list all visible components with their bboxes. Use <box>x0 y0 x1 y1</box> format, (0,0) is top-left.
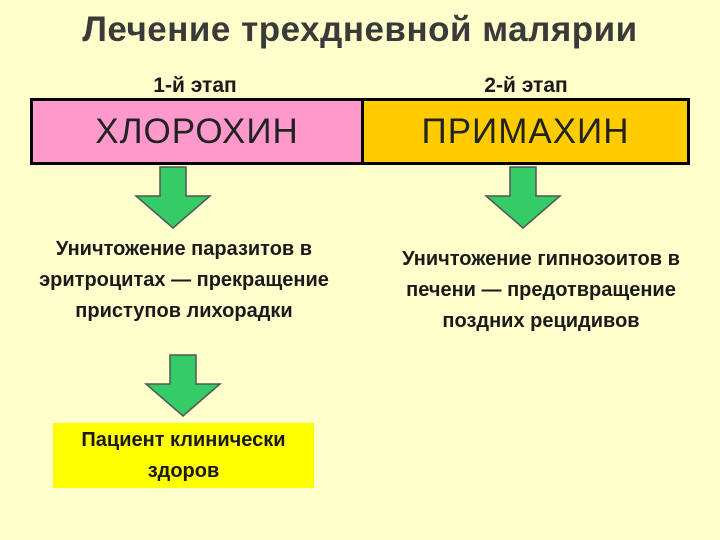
stage-2-effect: Уничтожение гипнозоитов в печени — предо… <box>402 248 680 332</box>
stage-1-effect: Уничтожение паразитов в эритроцитах — пр… <box>39 238 329 322</box>
outcome-line-1: Пациент клинически <box>81 428 286 451</box>
down-arrow-icon <box>484 166 562 229</box>
stage-2-drug: ПРИМАХИН <box>364 101 687 162</box>
stage-1-drug: ХЛОРОХИН <box>33 101 364 162</box>
stage-1-label: 1-й этап <box>153 74 237 97</box>
page-title: Лечение трехдневной малярии <box>82 10 638 49</box>
outcome-box: Пациент клинически здоров <box>53 423 314 488</box>
outcome-line-2: здоров <box>147 459 220 482</box>
stage-2-label: 2-й этап <box>484 74 568 97</box>
down-arrow-icon <box>144 354 222 417</box>
drug-bar: ХЛОРОХИН ПРИМАХИН <box>30 98 690 165</box>
down-arrow-icon <box>134 166 212 229</box>
